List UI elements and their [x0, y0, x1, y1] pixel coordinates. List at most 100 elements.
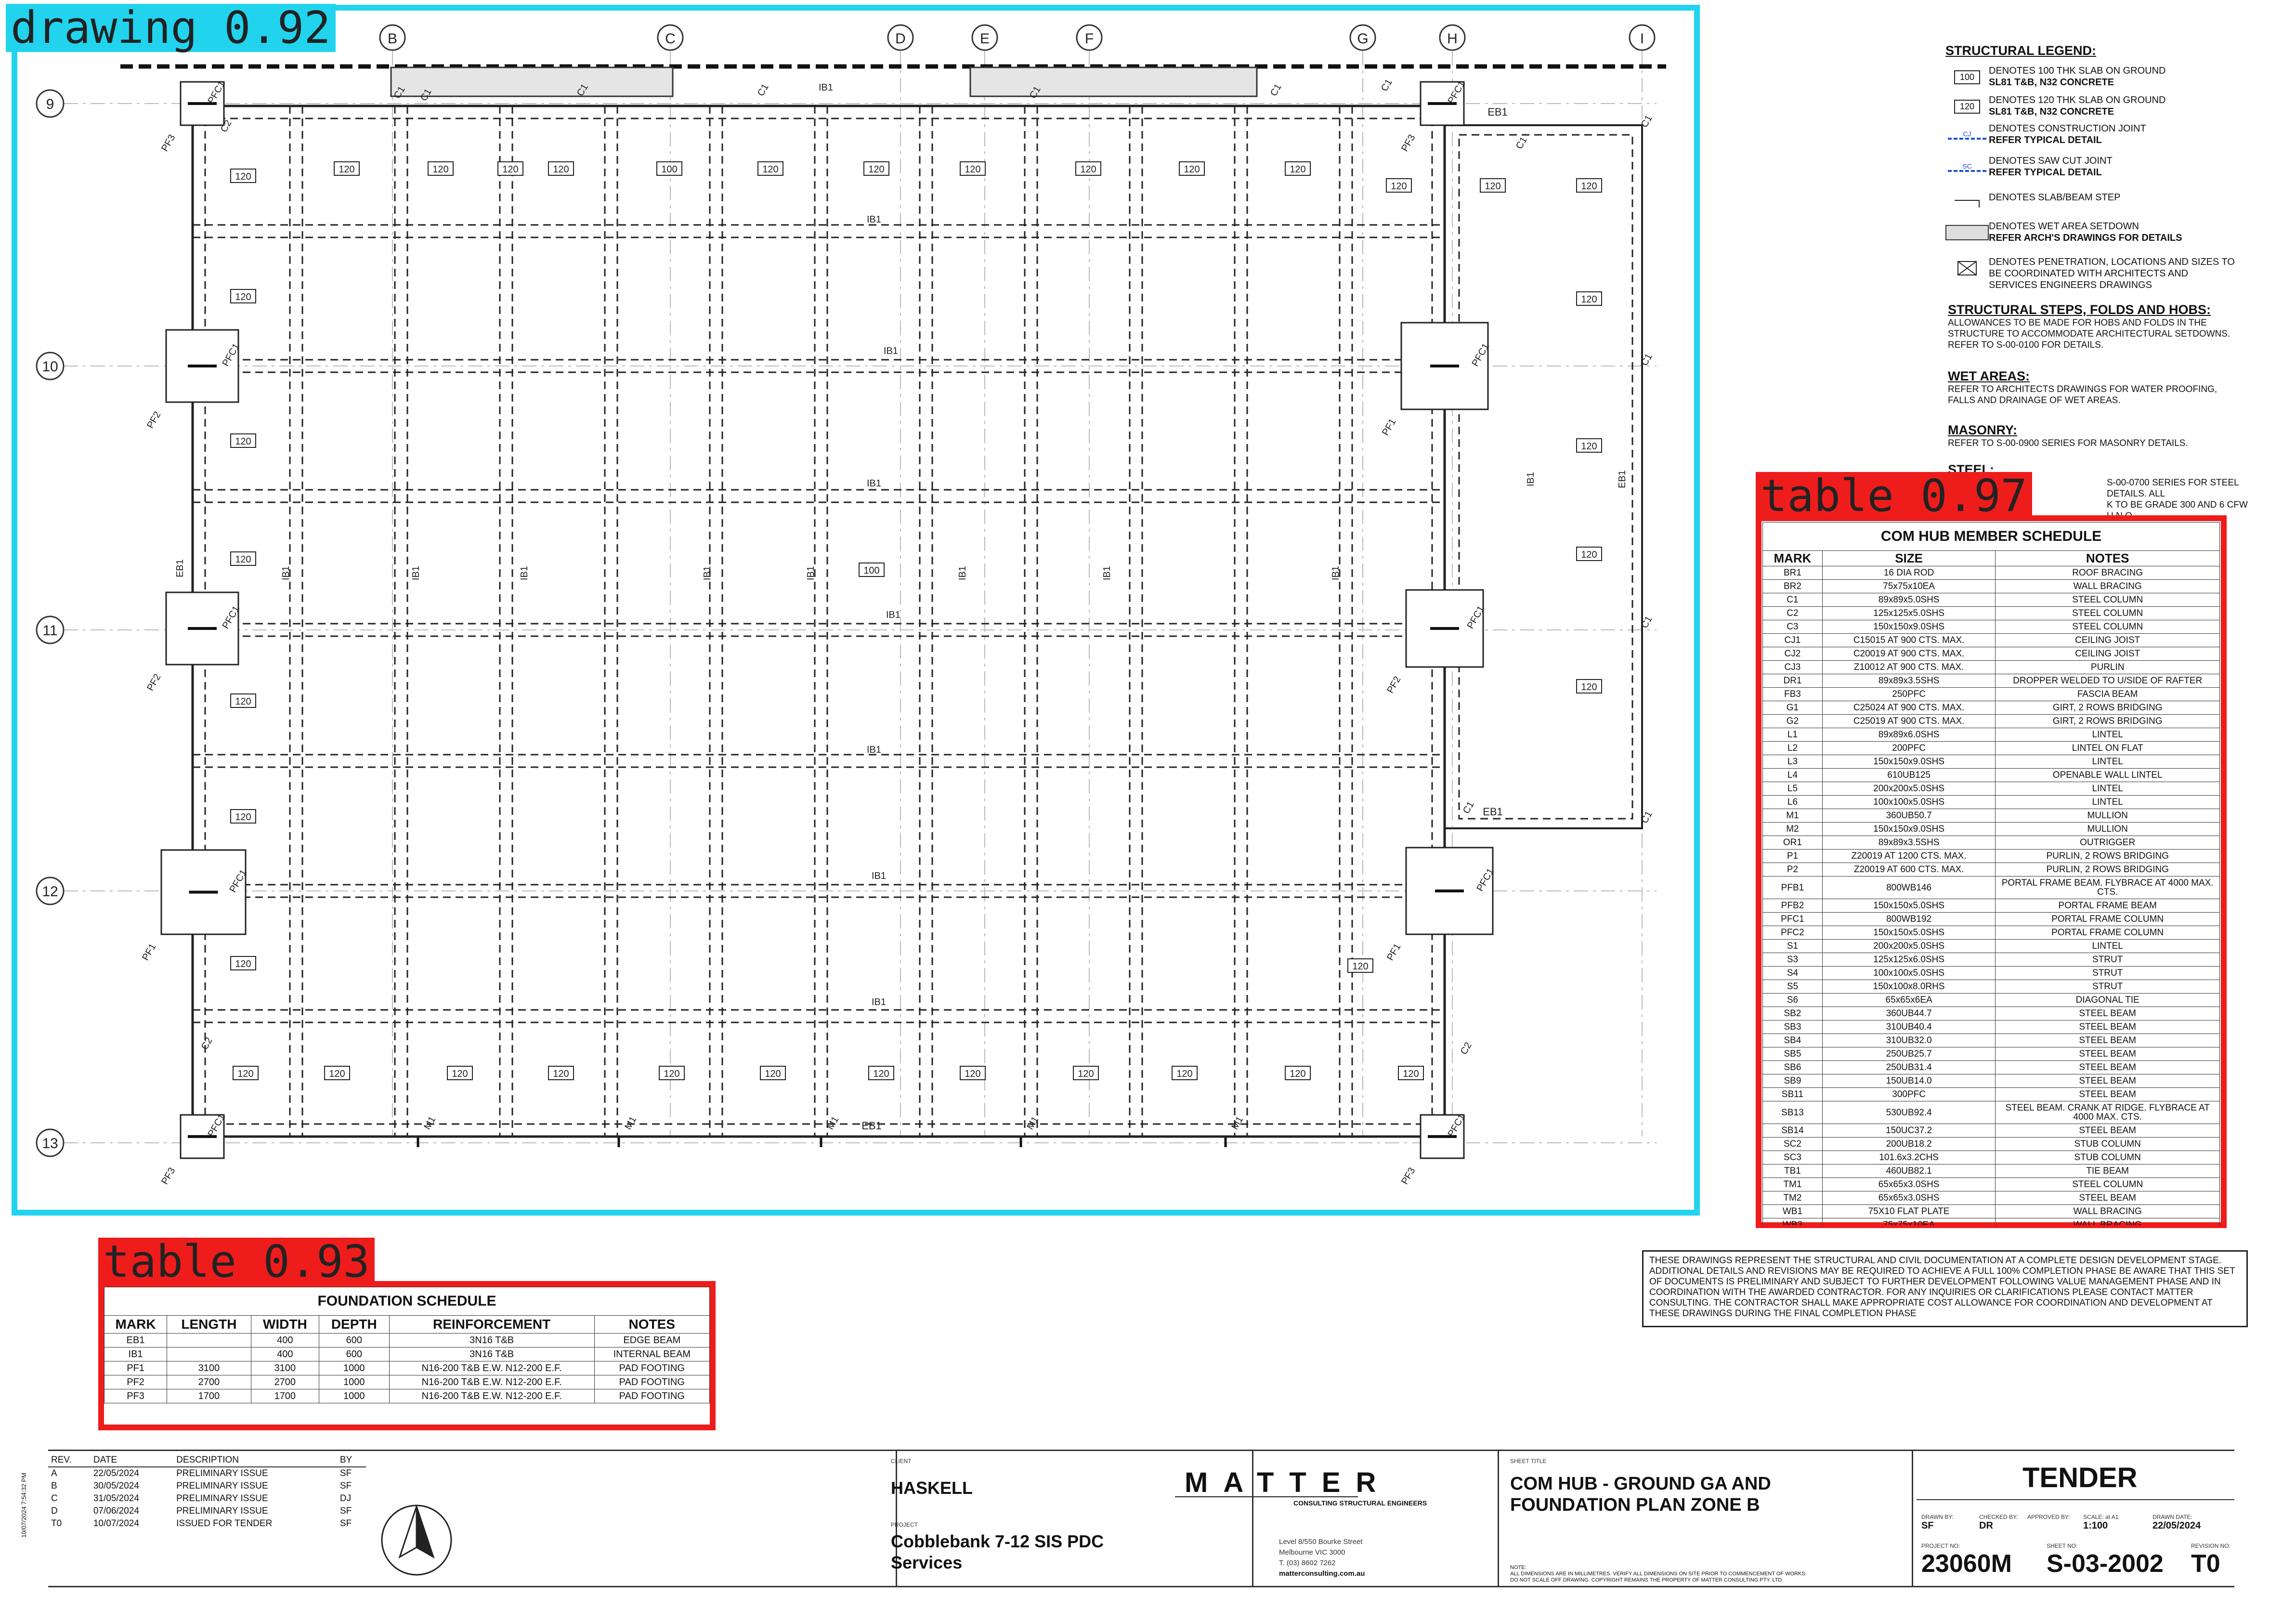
slab-thickness-label: 120 — [235, 554, 251, 565]
table-cell: EDGE BEAM — [594, 1333, 710, 1347]
revision-cell: 22/05/2024 — [93, 1468, 139, 1478]
table-cell: PORTAL FRAME COLUMN — [1995, 912, 2220, 926]
slab-thickness-label: 120 — [868, 164, 884, 175]
table-cell: P1 — [1762, 849, 1823, 863]
table-cell: SB4 — [1762, 1033, 1823, 1047]
revision-number: REVISION NO: T0 — [2191, 1543, 2231, 1578]
slab-thickness-label: 120 — [235, 959, 251, 969]
legend-symbol — [1945, 192, 1989, 216]
slab-tag-box-16 — [760, 1066, 786, 1080]
slab-thickness-label: 120 — [1581, 549, 1597, 560]
slab-thickness-label: 100 — [661, 164, 677, 175]
table-cell: STEEL BEAM — [1995, 1060, 2220, 1074]
table-cell: IB1 — [104, 1347, 168, 1361]
table-cell: 100x100x5.0SHS — [1822, 966, 1996, 980]
legend-text-line-2: REFER TYPICAL DETAIL — [1989, 135, 2102, 145]
table-cell: WB1 — [1762, 1204, 1823, 1218]
table-cell: 200PFC — [1822, 741, 1996, 755]
table-cell: 75x75x10EA — [1822, 579, 1996, 593]
slab-tag-box-19 — [1073, 1066, 1099, 1080]
slab-tag-box-14 — [548, 1066, 574, 1080]
table-cell: 600 — [318, 1347, 390, 1361]
grid-bubble-F — [1076, 24, 1103, 51]
grid-bubble-I — [1629, 24, 1656, 51]
joint-line-symbol: CJ — [1948, 130, 1986, 140]
revision-cell: 10/07/2024 — [93, 1518, 139, 1529]
table-cell: ROOF BRACING — [1995, 566, 2220, 580]
table-cell: STEEL BEAM — [1995, 1047, 2220, 1061]
setdown-hatch-symbol — [1945, 225, 1989, 240]
revision-cell: 30/05/2024 — [93, 1481, 139, 1491]
foundation-schedule-detection-label: table 0.93 — [98, 1238, 375, 1286]
slab-tag-box-17 — [868, 1066, 894, 1080]
table-cell: WB3 — [1762, 1218, 1823, 1225]
slab-thickness-label: 120 — [765, 1069, 781, 1079]
table-cell: 530UB92.4 — [1822, 1101, 1996, 1124]
slab-thickness-label: 120 — [1078, 1069, 1094, 1079]
table-cell: 460UB82.1 — [1822, 1164, 1996, 1178]
legend-text-line-1: DENOTES SLAB/BEAM STEP — [1989, 192, 2121, 203]
table-cell: 101.6x3.2CHS — [1822, 1151, 1996, 1164]
grid-bubble-C — [657, 24, 684, 51]
client-label: CLIENT — [891, 1458, 912, 1465]
table-cell: 150UC37.2 — [1822, 1124, 1996, 1138]
approved-by-label: APPROVED BY: — [2027, 1514, 2070, 1520]
joint-symbol-label: CJ — [1963, 130, 1971, 138]
table-cell: PF1 — [104, 1361, 168, 1375]
slab-tag-box-12 — [324, 1066, 350, 1080]
table-cell: N16-200 T&B E.W. N12-200 E.F. — [389, 1375, 595, 1389]
project-number-value: 23060M — [1921, 1550, 2012, 1578]
table-cell: 150x150x5.0SHS — [1822, 899, 1996, 913]
slab-tag-box-1 — [428, 161, 454, 176]
table-cell: MULLION — [1995, 822, 2220, 836]
edge-beam-extension — [1458, 134, 1633, 820]
grid-bubble-10 — [36, 352, 65, 380]
table-cell: C2 — [1762, 606, 1823, 620]
slab-tag-box-10 — [1285, 161, 1311, 176]
checked-by-value: DR — [1979, 1520, 1993, 1531]
revision-cell: 07/06/2024 — [93, 1506, 139, 1516]
company-website[interactable]: matterconsulting.com.au — [1279, 1570, 1365, 1578]
internal-beam-label: IB1 — [867, 214, 881, 225]
grid-bubble-11 — [36, 615, 65, 644]
grid-bubble-label: 10 — [42, 359, 58, 375]
sheet-title: COM HUB - GROUND GA AND FOUNDATION PLAN … — [1510, 1473, 1771, 1516]
table-cell: 300PFC — [1822, 1087, 1996, 1101]
slab-thickness-label: 120 — [965, 1069, 980, 1079]
steps-title: STRUCTURAL STEPS, FOLDS AND HOBS: — [1948, 302, 2211, 317]
edge-beam-label: EB1 — [861, 1120, 882, 1132]
table-cell: 75x75x10EA — [1822, 1218, 1996, 1225]
table-cell: S4 — [1762, 966, 1823, 980]
table-cell: STEEL BEAM — [1995, 1191, 2220, 1205]
checked-by: CHECKED BY: DR — [1979, 1514, 2018, 1531]
table-cell: 125x125x6.0SHS — [1822, 953, 1996, 967]
address-phone: T. (03) 8602 7262 — [1279, 1559, 1336, 1567]
table-cell: PFB2 — [1762, 899, 1823, 913]
grid-bubble-label: B — [388, 31, 397, 47]
table-cell: TM2 — [1762, 1191, 1823, 1205]
table-cell: 65x65x3.0SHS — [1822, 1177, 1996, 1191]
grid-bubble-G — [1349, 24, 1376, 51]
revision-number-value: T0 — [2191, 1550, 2220, 1578]
north-arrow-icon — [381, 1504, 452, 1576]
slab-thickness-label: 120 — [553, 164, 569, 175]
table-cell: 150UB14.0 — [1822, 1074, 1996, 1088]
table-cell: 1700 — [250, 1389, 319, 1403]
foundation-schedule-header-cell: NOTES — [594, 1315, 710, 1334]
slab-tag-box-31 — [1576, 291, 1602, 306]
table-cell: PORTAL FRAME BEAM. FLYBRACE AT 4000 MAX.… — [1995, 876, 2220, 899]
internal-beam-label: IB1 — [806, 566, 816, 580]
